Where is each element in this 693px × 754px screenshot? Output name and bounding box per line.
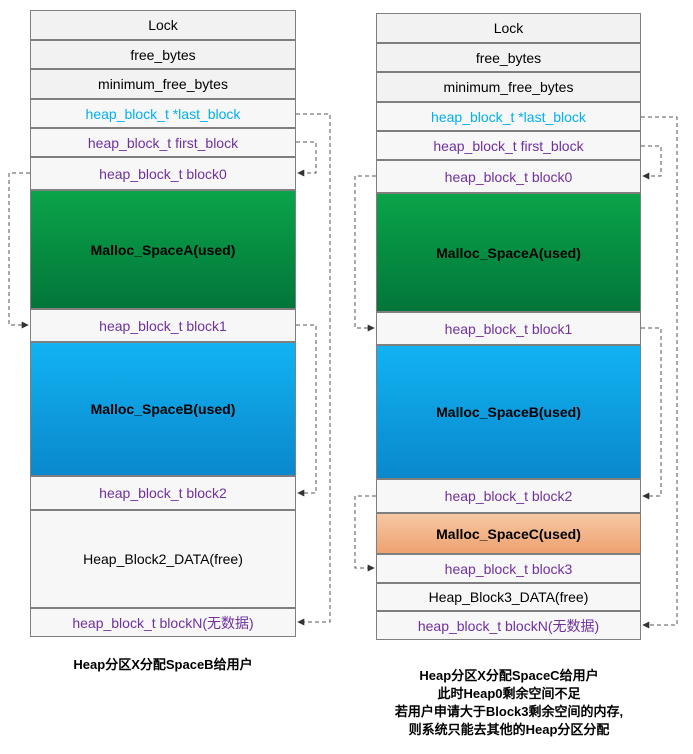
right-arrow-last-to-blockN — [641, 116, 678, 629]
right-free-bytes: free_bytes — [376, 43, 641, 72]
right-first-block: heap_block_t first_block — [376, 131, 641, 160]
right-malloc-space-b: Malloc_SpaceB(used) — [376, 345, 641, 479]
right-block0: heap_block_t block0 — [376, 160, 641, 193]
right-caption-line-3: 若用户申请大于Block3剩余空间的内存, — [394, 704, 624, 719]
left-heap-block2-data: Heap_Block2_DATA(free) — [30, 510, 296, 608]
right-lock: Lock — [376, 13, 641, 43]
left-arrow-block1-to-block2 — [296, 324, 317, 497]
left-block2: heap_block_t block2 — [30, 476, 296, 510]
left-minimum-free-bytes: minimum_free_bytes — [30, 69, 296, 99]
left-lock: Lock — [30, 10, 296, 40]
right-block1: heap_block_t block1 — [376, 312, 641, 345]
right-heap-block3-data: Heap_Block3_DATA(free) — [376, 583, 641, 611]
right-arrow-block2-to-block3 — [354, 495, 376, 572]
left-caption-line: Heap分区X分配SpaceB给用户 — [73, 657, 253, 672]
right-block2: heap_block_t block2 — [376, 479, 641, 513]
right-arrow-block0-to-block1 — [354, 175, 376, 332]
left-block0: heap_block_t block0 — [30, 157, 296, 190]
left-first-block: heap_block_t first_block — [30, 128, 296, 157]
right-arrow-block1-to-block2 — [641, 327, 662, 500]
left-arrow-block2-to-blockN — [9, 493, 30, 622]
left-block1: heap_block_t block1 — [30, 309, 296, 342]
left-arrow-block0-to-block1 — [8, 172, 30, 329]
left-last-block: heap_block_t *last_block — [30, 99, 296, 128]
right-last-block: heap_block_t *last_block — [376, 102, 641, 131]
right-malloc-space-a: Malloc_SpaceA(used) — [376, 193, 641, 312]
right-blockN: heap_block_t blockN(无数据) — [376, 611, 641, 640]
left-free-bytes: free_bytes — [30, 40, 296, 69]
left-arrow-last-to-blockN — [296, 113, 331, 626]
right-caption-line-2: 此时Heap0剩余空间不足 — [437, 686, 581, 701]
left-caption: Heap分区X分配SpaceB给用户 — [30, 656, 296, 674]
left-blockN: heap_block_t blockN(无数据) — [30, 608, 296, 637]
right-caption-line-4: 则系统只能去其他的Heap分区分配 — [408, 722, 610, 737]
left-malloc-space-b: Malloc_SpaceB(used) — [30, 342, 296, 476]
right-minimum-free-bytes: minimum_free_bytes — [376, 72, 641, 102]
right-caption-line-1: Heap分区X分配SpaceC给用户 — [419, 668, 599, 683]
left-arrow-first-to-block0 — [296, 141, 317, 177]
right-arrow-first-to-block0 — [641, 145, 662, 180]
left-malloc-space-a: Malloc_SpaceA(used) — [30, 190, 296, 309]
right-malloc-space-c: Malloc_SpaceC(used) — [376, 513, 641, 554]
right-block3: heap_block_t block3 — [376, 554, 641, 583]
right-caption: Heap分区X分配SpaceC给用户 此时Heap0剩余空间不足 若用户申请大于… — [346, 667, 672, 739]
